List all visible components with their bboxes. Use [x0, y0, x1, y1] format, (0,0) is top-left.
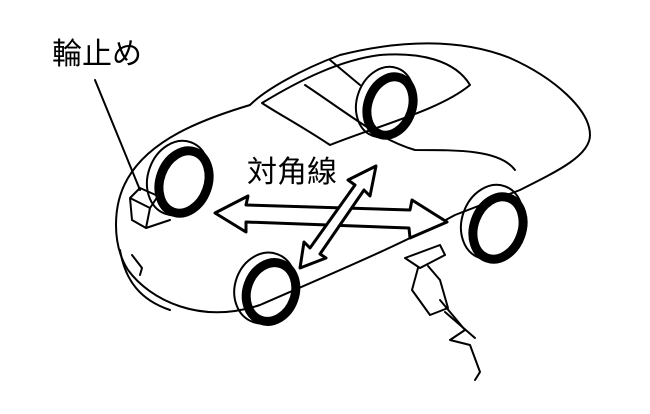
chock-leader-line: [94, 79, 141, 191]
diagonal-label: 対角線: [247, 155, 337, 190]
wheel-chock-label: 輪止め: [52, 37, 142, 72]
jack: [404, 244, 481, 381]
car-body: [115, 42, 591, 314]
wheel-rear-right: [459, 183, 528, 264]
wheel-front-left: [145, 139, 214, 218]
wheels: [145, 65, 528, 326]
wheel-rear-top: [354, 65, 418, 140]
diagonal-double-arrow: [298, 164, 378, 270]
wheel-chock: [94, 79, 171, 229]
wheel-front-bottom: [233, 251, 301, 326]
diagonal-arrows: [213, 164, 449, 270]
